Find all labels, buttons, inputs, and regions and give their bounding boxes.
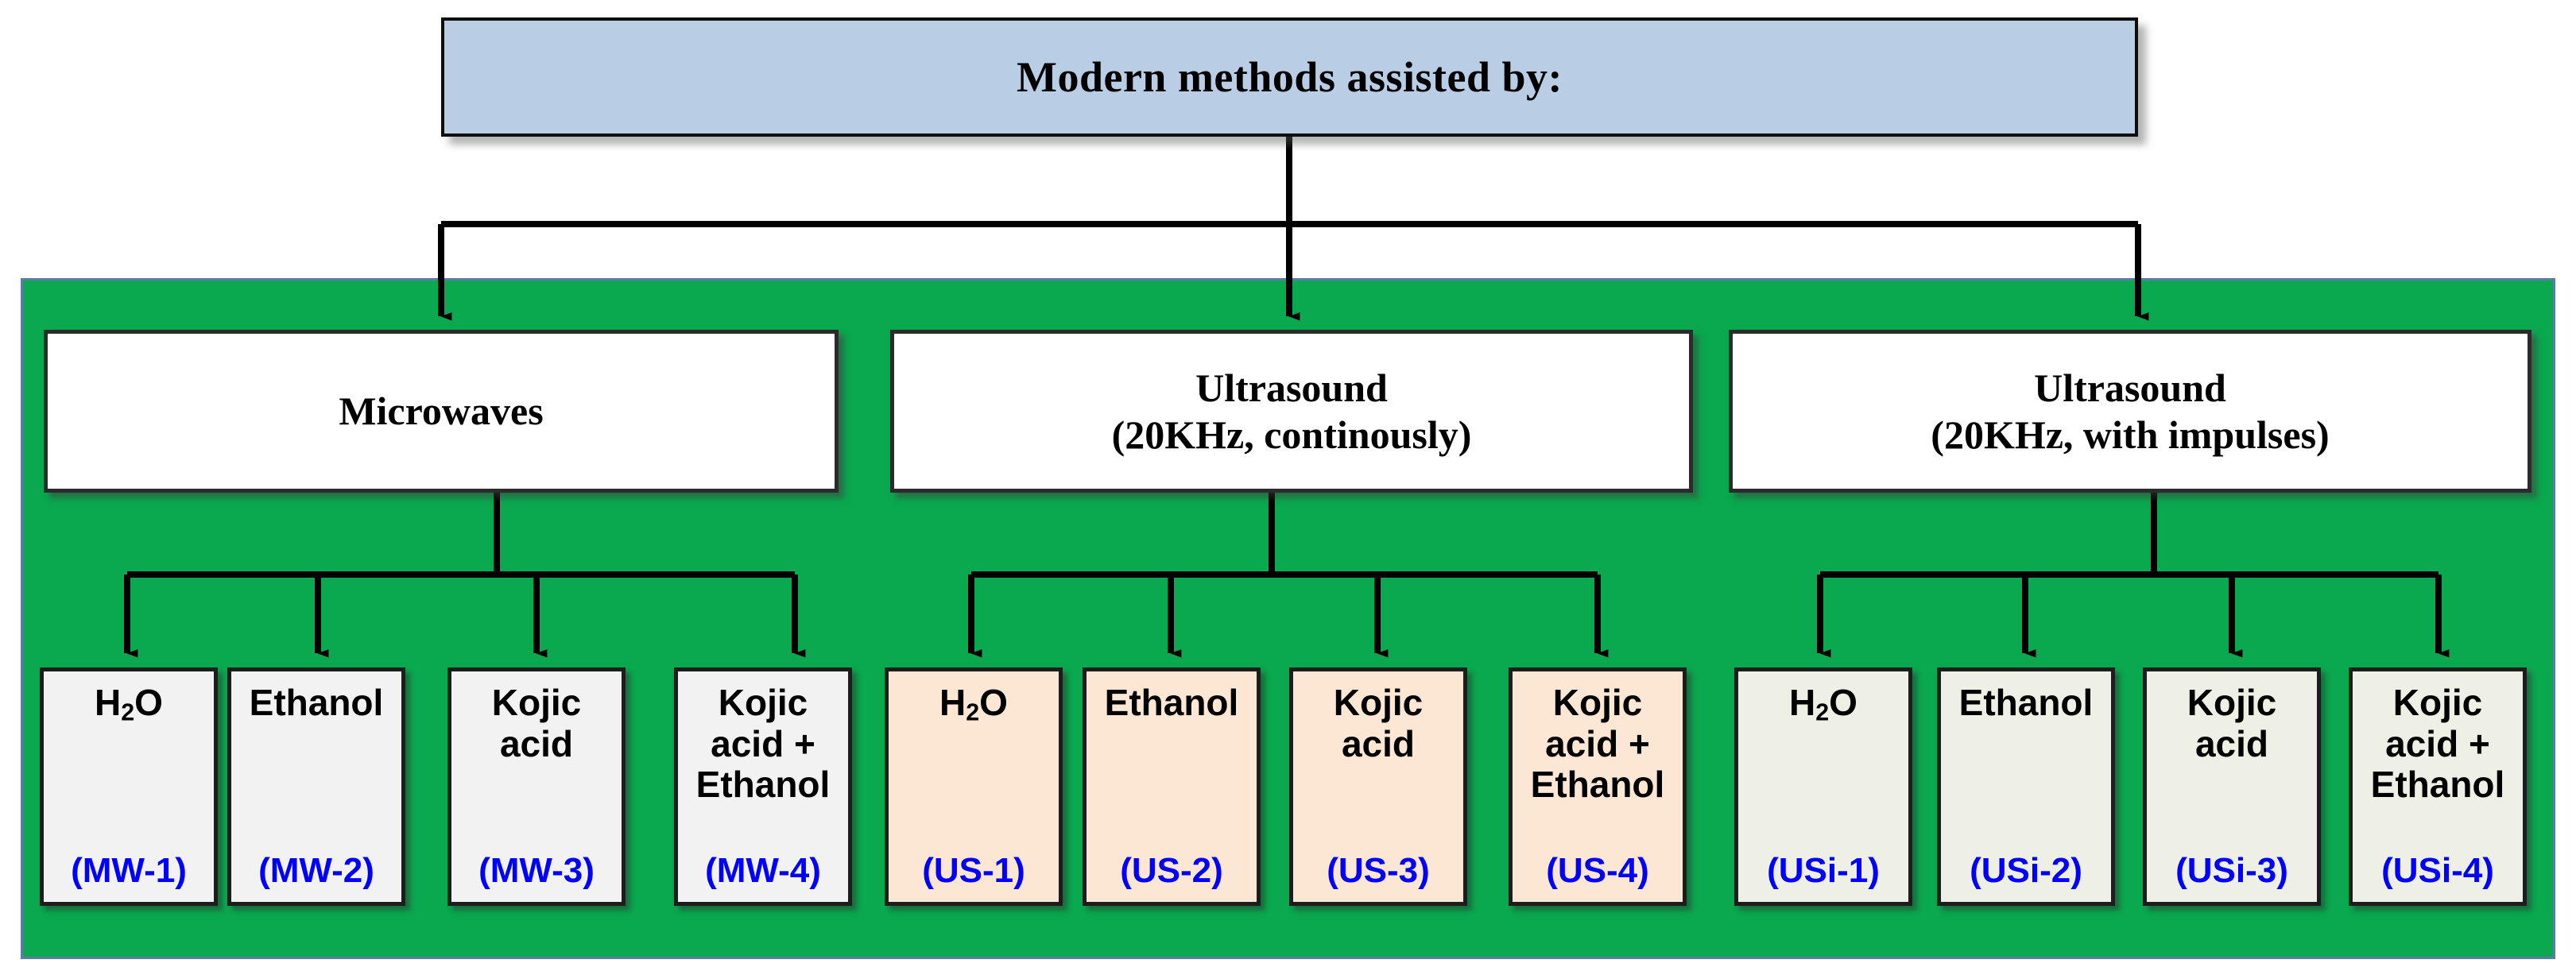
- method-label-line1: Microwaves: [339, 389, 544, 433]
- sample-code: (USi-1): [1767, 851, 1880, 890]
- sample-name: H2O: [939, 682, 1008, 726]
- method-label-line1: Ultrasound: [2034, 365, 2226, 410]
- method-box-microwaves[interactable]: Microwaves: [44, 330, 839, 493]
- sample-name: Ethanol: [1104, 682, 1239, 723]
- method-label-line1: Ultrasound: [1195, 365, 1388, 410]
- sample-name: H2O: [1789, 682, 1857, 726]
- sample-name: Ethanol: [249, 682, 384, 723]
- sample-name: H2O: [95, 682, 163, 726]
- sample-code: (US-2): [1120, 851, 1223, 890]
- sample-box-us-1[interactable]: H2O (US-1): [885, 667, 1063, 906]
- sample-code: (MW-2): [258, 851, 374, 890]
- sample-code: (USi-3): [2175, 851, 2288, 890]
- sample-box-mw-1[interactable]: H2O (MW-1): [40, 667, 218, 906]
- sample-box-usi-1[interactable]: H2O (USi-1): [1734, 667, 1912, 906]
- sample-code: (USi-2): [1970, 851, 2082, 890]
- sample-box-mw-2[interactable]: Ethanol (MW-2): [227, 667, 405, 906]
- sample-code: (US-1): [922, 851, 1025, 890]
- method-label-line2: (20KHz, with impulses): [1931, 412, 2330, 457]
- method-box-ultrasound-continuous[interactable]: Ultrasound (20KHz, continously): [890, 330, 1693, 493]
- sample-code: (USi-4): [2381, 851, 2494, 890]
- method-label-line2: (20KHz, continously): [1111, 412, 1472, 457]
- diagram-title-box: Modern methods assisted by:: [441, 17, 2138, 137]
- sample-box-usi-2[interactable]: Ethanol (USi-2): [1937, 667, 2115, 906]
- sample-name: Ethanol: [1958, 682, 2094, 723]
- sample-code: (MW-3): [478, 851, 595, 890]
- sample-code: (MW-4): [705, 851, 821, 890]
- sample-code: (MW-1): [71, 851, 187, 890]
- sample-code: (US-4): [1546, 851, 1649, 890]
- sample-code: (US-3): [1327, 851, 1430, 890]
- page-title: Modern methods assisted by:: [1016, 53, 1563, 101]
- sample-box-us-2[interactable]: Ethanol (US-2): [1083, 667, 1261, 906]
- method-box-ultrasound-impulses[interactable]: Ultrasound (20KHz, with impulses): [1729, 330, 2531, 493]
